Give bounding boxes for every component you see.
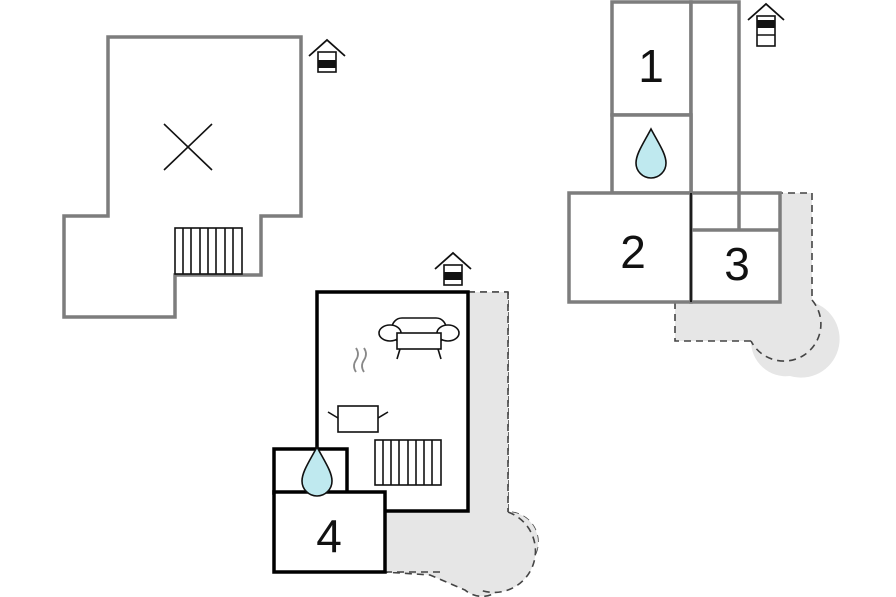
room-number-4: 4 bbox=[316, 510, 342, 562]
void-cross-icon bbox=[163, 123, 213, 171]
cooking-pot-icon bbox=[327, 347, 389, 433]
entrance-icon bbox=[434, 251, 472, 286]
room-1 bbox=[610, 0, 693, 117]
room-number-2: 2 bbox=[620, 226, 646, 278]
stairs-icon bbox=[174, 227, 243, 275]
water-drop-icon bbox=[301, 445, 333, 497]
room-number-1: 1 bbox=[638, 40, 664, 92]
annex-floor: 1 2 3 bbox=[567, 0, 840, 378]
room-4 bbox=[272, 490, 387, 574]
annex-terrace-area bbox=[675, 193, 840, 378]
entrance-icon bbox=[747, 2, 785, 47]
room-number-3: 3 bbox=[724, 238, 750, 290]
loft-floor bbox=[62, 35, 346, 319]
loft-outline bbox=[62, 35, 303, 319]
stairs-icon bbox=[374, 439, 442, 486]
ground-floor-main: 4 bbox=[272, 251, 539, 597]
sofa-icon bbox=[378, 317, 460, 360]
room-2 bbox=[567, 191, 693, 304]
water-drop-icon bbox=[635, 127, 667, 179]
entrance-icon bbox=[308, 38, 346, 73]
